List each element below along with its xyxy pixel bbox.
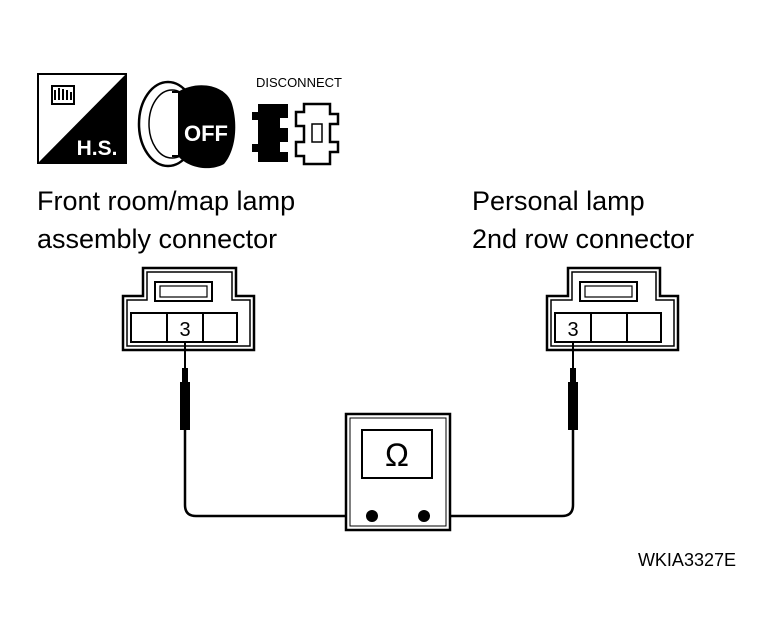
ohmmeter: Ω [344, 412, 452, 532]
left-terminal-label: 3 [179, 319, 190, 341]
left-test-lead [183, 504, 372, 518]
right-connector-title-line2: 2nd row connector [472, 224, 695, 254]
meter-terminal-right [418, 510, 430, 522]
right-connector-title-line1: Personal lamp [472, 186, 645, 216]
disconnect-connector-icon: DISCONNECT [252, 75, 342, 166]
hood-service-icon: H.S. [37, 73, 127, 164]
right-connector: 3 [545, 266, 680, 352]
left-probe [180, 342, 190, 505]
ohm-symbol: Ω [385, 437, 409, 473]
right-probe [568, 342, 578, 505]
figure-code: WKIA3327E [638, 550, 736, 570]
meter-terminal-left [366, 510, 378, 522]
ignition-icon-text: OFF [184, 121, 228, 146]
hand-mark-icon [51, 85, 75, 105]
ignition-off-icon: OFF [137, 80, 236, 169]
left-connector: 3 [121, 266, 256, 352]
left-connector-title-line2: assembly connector [37, 224, 278, 254]
hs-icon-text: H.S. [77, 137, 118, 160]
right-test-lead [424, 504, 575, 518]
right-terminal-label: 3 [567, 319, 578, 341]
left-connector-title-line1: Front room/map lamp [37, 186, 296, 216]
disconnect-icon-text: DISCONNECT [256, 75, 342, 90]
